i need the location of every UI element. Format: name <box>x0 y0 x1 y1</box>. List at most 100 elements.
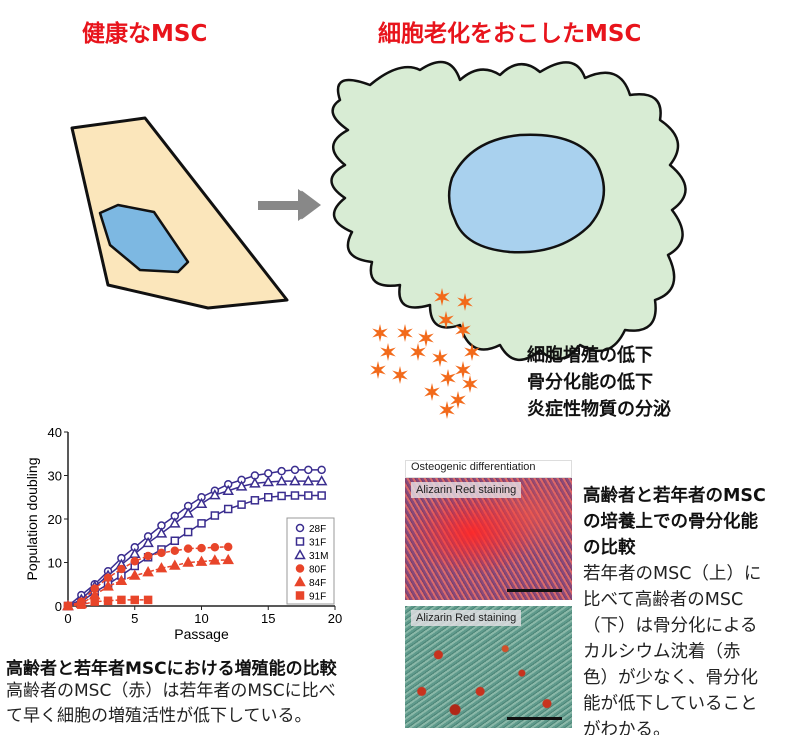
data-point <box>223 542 233 552</box>
x-tick-label: 10 <box>194 611 208 626</box>
data-point <box>290 491 300 500</box>
data-point <box>317 465 326 475</box>
star-icon <box>439 401 455 419</box>
x-tick-label: 15 <box>261 611 275 626</box>
senescent-msc-title: 細胞老化をおこしたMSC <box>378 21 642 47</box>
chart-caption-line: て早く細胞の増殖活性が低下している。 <box>6 706 312 726</box>
osteo-caption-line: 若年者のMSC（上）に <box>583 564 762 584</box>
legend-label: 91F <box>309 592 326 603</box>
data-point <box>289 475 301 486</box>
star-icon <box>397 324 413 342</box>
scale-bar <box>507 717 562 720</box>
data-point <box>169 559 181 570</box>
scale-bar <box>507 589 562 592</box>
secreted-factors <box>370 288 480 419</box>
data-point <box>142 566 154 577</box>
chart-caption-line: 高齢者のMSC（赤）は若年者のMSCに比べ <box>6 681 336 701</box>
senescent-cell <box>330 60 687 361</box>
data-point <box>197 543 206 553</box>
data-point <box>182 507 194 518</box>
star-icon <box>455 361 471 379</box>
chart-caption: 高齢者のMSC（赤）は若年者のMSCに比べ て早く細胞の増殖活性が低下している。 <box>6 679 336 729</box>
y-tick-label: 0 <box>55 599 62 614</box>
osteo-caption-line: がわかる。 <box>583 720 671 735</box>
series-31F <box>63 491 326 611</box>
arrow-icon <box>258 189 321 221</box>
healthy-cell <box>70 116 289 310</box>
y-axis-label: Population doubling <box>24 458 40 581</box>
effect-item: 骨分化能の低下 <box>527 372 653 393</box>
data-point <box>295 523 305 533</box>
data-point <box>102 580 114 591</box>
osteo-caption-title: の比較 <box>583 538 636 558</box>
star-icon <box>434 288 450 306</box>
data-point <box>128 569 141 580</box>
y-tick-label: 20 <box>48 512 62 527</box>
data-point <box>295 564 305 573</box>
data-point <box>304 491 313 500</box>
data-point <box>275 475 288 486</box>
star-icon <box>380 343 396 361</box>
data-point <box>294 575 306 587</box>
data-point <box>63 601 73 611</box>
data-point <box>130 595 139 605</box>
data-point <box>222 553 234 565</box>
legend-label: 31M <box>309 551 328 562</box>
osteo-caption: 高齢者と若年者のMSC の培養上での骨分化能 の比較 若年者のMSC（上）に 比… <box>583 483 798 735</box>
data-point <box>302 475 315 486</box>
data-point <box>197 519 206 528</box>
star-icon <box>424 383 440 401</box>
data-point <box>315 475 328 486</box>
data-point <box>90 597 99 606</box>
data-point <box>130 556 139 566</box>
effect-item: 細胞増殖の低下 <box>527 345 653 366</box>
data-point <box>170 546 180 556</box>
data-point <box>117 564 126 574</box>
star-icon <box>455 321 471 339</box>
data-point <box>170 536 180 545</box>
osteo-caption-line: （下）は骨分化による <box>583 616 758 636</box>
data-point <box>155 562 168 573</box>
data-point <box>317 491 326 500</box>
data-point <box>223 504 233 514</box>
stain-label: Alizarin Red staining <box>411 610 522 626</box>
data-point <box>209 489 221 500</box>
data-point <box>103 573 113 582</box>
series-28F <box>63 465 326 611</box>
data-point <box>304 465 313 475</box>
data-point <box>237 500 246 509</box>
osteo-caption-title: の培養上での骨分化能 <box>583 512 758 532</box>
data-point <box>277 491 286 501</box>
legend-label: 28F <box>309 524 326 535</box>
data-point <box>210 543 220 552</box>
effect-item: 炎症性物質の分泌 <box>527 399 671 420</box>
cell-illustration <box>70 60 687 419</box>
y-tick-label: 30 <box>48 469 62 484</box>
data-point <box>294 548 306 560</box>
data-point <box>210 511 220 520</box>
young-msc-micrograph: Alizarin Red staining <box>405 478 572 600</box>
data-point <box>77 600 86 609</box>
series-84F <box>62 553 234 611</box>
star-icon <box>432 349 448 367</box>
y-tick-label: 10 <box>48 556 62 571</box>
osteo-caption-line: カルシウム沈着（赤 <box>583 642 741 662</box>
star-icon <box>410 343 426 361</box>
data-point <box>142 536 154 548</box>
data-point <box>249 477 261 488</box>
star-icon <box>372 324 388 342</box>
star-icon <box>440 369 456 387</box>
data-point <box>155 527 168 538</box>
data-point <box>143 551 153 561</box>
star-icon <box>418 329 434 347</box>
x-tick-label: 5 <box>131 611 138 626</box>
data-point <box>262 475 275 487</box>
data-point <box>290 465 300 475</box>
data-point <box>183 527 193 537</box>
star-icon <box>392 366 408 384</box>
y-tick-label: 40 <box>48 425 62 440</box>
x-tick-label: 0 <box>64 611 71 626</box>
osteo-caption-line: 色）が少なく、骨分化 <box>583 668 758 688</box>
